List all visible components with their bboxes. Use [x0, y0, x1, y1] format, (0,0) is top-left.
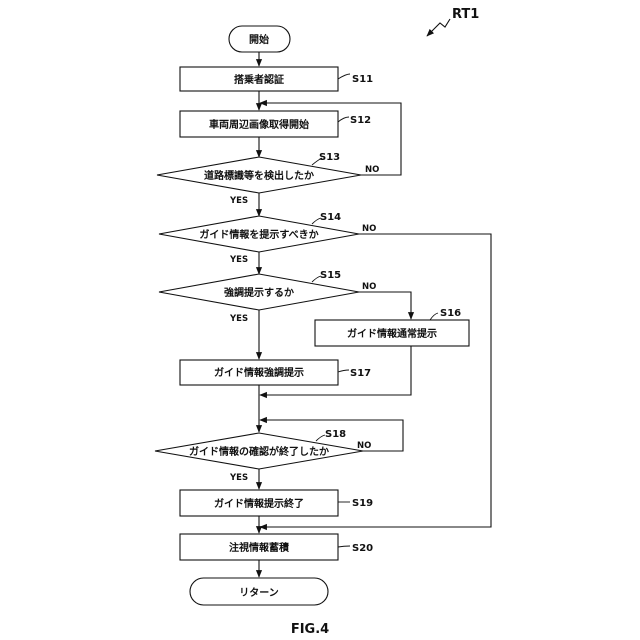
decision-s18-text: ガイド情報の確認が終了したか — [189, 445, 329, 458]
s14-no-label: NO — [362, 224, 376, 234]
s20-leader — [338, 546, 350, 547]
s14-yes-label: YES — [229, 255, 248, 265]
figure-caption: FIG.4 — [291, 622, 329, 637]
s11-leader — [338, 74, 350, 79]
s15-yes-label: YES — [229, 314, 248, 324]
s16-step-label: S16 — [440, 308, 461, 319]
process-s20-text: 注視情報蓄積 — [229, 541, 290, 554]
diagram-id-label: RT1 — [452, 7, 479, 22]
s18-yes-label: YES — [229, 473, 248, 483]
s12-step-label: S12 — [350, 115, 371, 126]
process-s12: 車両周辺画像取得開始 — [180, 111, 338, 137]
s19-step-label: S19 — [352, 498, 373, 509]
process-s12-text: 車両周辺画像取得開始 — [209, 118, 309, 131]
start-terminal-text: 開始 — [249, 33, 269, 46]
s17-step-label: S17 — [350, 368, 371, 379]
s15-step-label: S15 — [320, 270, 341, 281]
s15-no-label: NO — [362, 282, 376, 292]
s18-leader — [316, 435, 325, 441]
s16-leader — [430, 313, 438, 320]
s17-leader — [338, 370, 349, 372]
s18-no-label: NO — [357, 441, 371, 451]
process-s11-text: 搭乗者認証 — [234, 73, 284, 86]
s14-step-label: S14 — [320, 212, 341, 223]
s13-yes-label: YES — [229, 196, 248, 206]
end-terminal: リターン — [190, 578, 328, 605]
start-terminal: 開始 — [229, 26, 290, 52]
process-s17-text: ガイド情報強調提示 — [214, 366, 304, 379]
process-s20: 注視情報蓄積 — [180, 534, 338, 560]
end-terminal-text: リターン — [239, 587, 279, 599]
process-s16: ガイド情報通常提示 — [315, 320, 469, 346]
s13-no-label: NO — [365, 165, 379, 175]
decision-s14-text: ガイド情報を提示すべきか — [199, 228, 318, 241]
s20-step-label: S20 — [352, 543, 373, 554]
diagram-id-leader-arrow — [427, 19, 450, 36]
process-s16-text: ガイド情報通常提示 — [347, 327, 437, 340]
process-s11: 搭乗者認証 — [180, 67, 338, 91]
s11-step-label: S11 — [352, 74, 373, 85]
process-s17: ガイド情報強調提示 — [180, 360, 338, 385]
s13-step-label: S13 — [319, 152, 340, 163]
decision-s15-text: 強調提示するか — [224, 286, 294, 299]
decision-s13-text: 道路標識等を検出したか — [204, 169, 314, 182]
process-s19-text: ガイド情報提示終了 — [214, 497, 304, 510]
process-s19: ガイド情報提示終了 — [180, 490, 338, 516]
edge-s15-s16 — [359, 292, 411, 319]
s12-leader — [338, 117, 349, 122]
s18-step-label: S18 — [325, 429, 346, 440]
